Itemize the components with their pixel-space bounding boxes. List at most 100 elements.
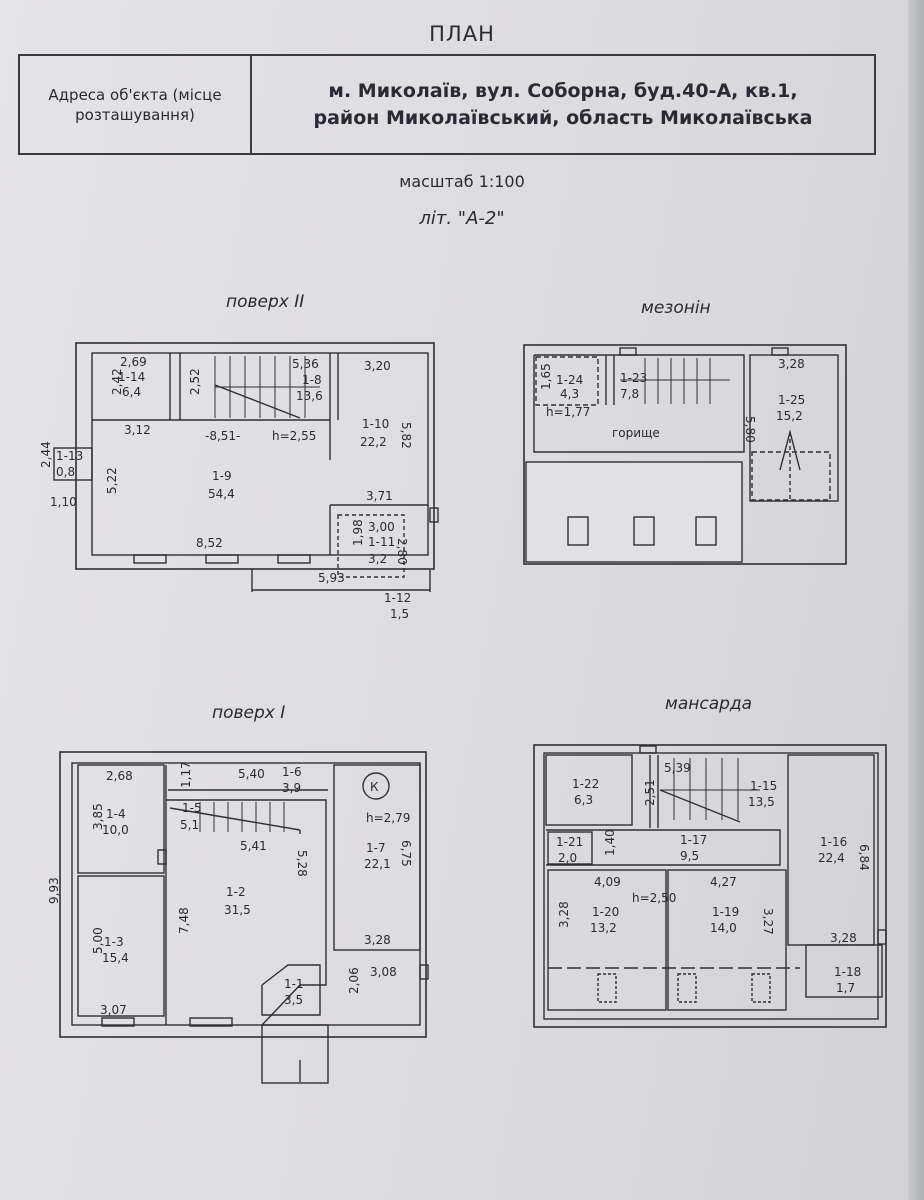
at-label: 9,5 [680, 849, 699, 863]
f2-label: 3,71 [366, 489, 393, 503]
f1-label: 2,68 [106, 769, 133, 783]
f1-label: 1,17 [179, 761, 193, 788]
page-edge-shadow [908, 0, 924, 1200]
at-label: 14,0 [710, 921, 737, 935]
floor2-title: поверх II [226, 292, 305, 312]
at-label: 3,28 [830, 931, 857, 945]
f2-label: 5,36 [292, 357, 319, 371]
f2-label: 3,12 [124, 423, 151, 437]
f1-label: h=2,79 [366, 811, 410, 825]
f2-label: 5,22 [105, 467, 119, 494]
f2-label: 1-9 [212, 469, 232, 483]
f1-label: 5,41 [240, 839, 267, 853]
at-label: 1-19 [712, 905, 739, 919]
f1-label: 2,06 [347, 967, 361, 994]
at-label: 2,51 [643, 779, 657, 806]
floor1-title: поверх I [212, 703, 286, 723]
f2-label: 1,98 [351, 519, 365, 546]
f1-label: 15,4 [102, 951, 129, 965]
mezzanine-title: мезонін [641, 298, 711, 318]
f1-label: 6,75 [399, 840, 413, 867]
mz-label: 1-23 [620, 371, 647, 385]
f2-label: 54,4 [208, 487, 235, 501]
f2-label: 2,52 [188, 368, 202, 395]
mz-label: 1-24 [556, 373, 583, 387]
at-label: 13,5 [748, 795, 775, 809]
at-label: 1-22 [572, 777, 599, 791]
mz-label: 5,80 [743, 416, 757, 443]
f2-label: 1-13 [56, 449, 83, 463]
at-label: 1-16 [820, 835, 847, 849]
f1-label: 31,5 [224, 903, 251, 917]
at-label: 22,4 [818, 851, 845, 865]
f1-label: 10,0 [102, 823, 129, 837]
f2-label: 2,42 [110, 368, 124, 395]
f2-label: 13,6 [296, 389, 323, 403]
mz-label: 3,28 [778, 357, 805, 371]
scale-label: масштаб 1:100 [399, 172, 525, 191]
mz-label: h=1,77 [546, 405, 590, 419]
f1-label: 1-1 [284, 977, 304, 991]
at-label: 6,3 [574, 793, 593, 807]
at-label: 4,27 [710, 875, 737, 889]
f1-label: К [370, 780, 379, 794]
f2-label: 8,52 [196, 536, 223, 550]
f1-label: 22,1 [364, 857, 391, 871]
attic-title: мансарда [665, 694, 753, 714]
at-label: 3,27 [761, 908, 775, 935]
document-title: ПЛАН [429, 22, 495, 46]
f1-label: 5,28 [295, 850, 309, 877]
f1-label: 7,48 [177, 907, 191, 934]
mezzanine-plan [523, 344, 847, 565]
f2-label: 1-8 [302, 373, 322, 387]
at-label: 1,7 [836, 981, 855, 995]
address-value: м. Миколаїв, вул. Соборна, буд.40-А, кв.… [252, 56, 874, 153]
f1-label: 1-2 [226, 885, 246, 899]
at-label: 6,84 [857, 844, 871, 871]
f1-label: 1-3 [104, 935, 124, 949]
mz-label: 15,2 [776, 409, 803, 423]
f1-label: 9,93 [47, 877, 61, 904]
f2-label: 5,82 [399, 422, 413, 449]
f2-label: 0,8 [56, 465, 75, 479]
f2-label: 1-10 [362, 417, 389, 431]
f1-label: 5,00 [91, 927, 105, 954]
f2-label: 1-14 [118, 370, 145, 384]
f2-label: 3,20 [364, 359, 391, 373]
mz-label: 1-25 [778, 393, 805, 407]
mz-label: 7,8 [620, 387, 639, 401]
at-label: h=2,50 [632, 891, 676, 905]
f2-label: 1-12 [384, 591, 411, 605]
floor2-plan [53, 342, 439, 592]
address-table: Адреса об'єкта (місце розташування) м. М… [18, 54, 876, 155]
f1-label: 5,1 [180, 818, 199, 832]
f2-label: 3,00 [368, 520, 395, 534]
f1-label: 5,40 [238, 767, 265, 781]
f2-label: 3,2 [368, 552, 387, 566]
at-label: 1-18 [834, 965, 861, 979]
address-label: Адреса об'єкта (місце розташування) [20, 56, 252, 153]
mz-label: 1,65 [539, 363, 553, 390]
liter-label: літ. "А-2" [419, 208, 505, 229]
f1-label: 3,08 [370, 965, 397, 979]
f2-label: 1,5 [390, 607, 409, 621]
f2-label: -8,51- [205, 429, 240, 443]
at-label: 3,28 [557, 901, 571, 928]
f1-label: 1-7 [366, 841, 386, 855]
f2-label: 2,80 [395, 538, 409, 565]
f2-label: 1,10 [50, 495, 77, 509]
address-line-2: район Миколаївський, область Миколаївськ… [313, 106, 813, 129]
f2-label: 2,69 [120, 355, 147, 369]
at-label: 2,0 [558, 851, 577, 865]
mz-label: 4,3 [560, 387, 579, 401]
at-label: 1-21 [556, 835, 583, 849]
f1-label: 1-5 [182, 801, 202, 815]
address-line-1: м. Миколаїв, вул. Соборна, буд.40-А, кв.… [328, 79, 798, 102]
at-label: 1-17 [680, 833, 707, 847]
at-label: 5,39 [664, 761, 691, 775]
f2-label: 2,44 [39, 441, 53, 468]
f1-label: 3,28 [364, 933, 391, 947]
f1-label: 3,5 [284, 993, 303, 1007]
